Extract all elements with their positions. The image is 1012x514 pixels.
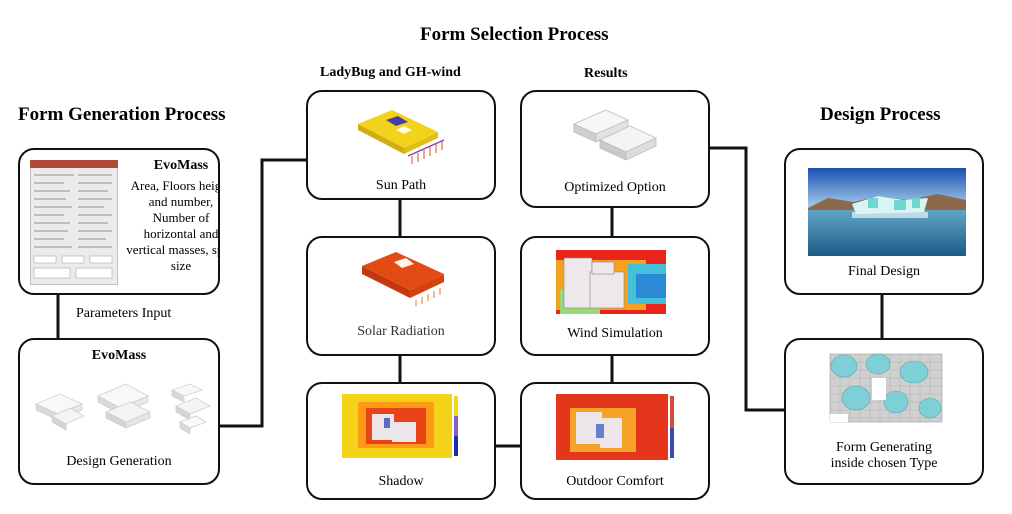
outdoor-comfort-image: [556, 394, 674, 460]
evomass-name: EvoMass: [153, 158, 209, 173]
outdoor-comfort-box: Outdoor Comfort: [520, 382, 710, 500]
design-generation-caption: Design Generation: [66, 454, 172, 469]
form-selection-title: Form Selection Process: [420, 24, 609, 45]
wind-simulation-box: Wind Simulation: [520, 236, 710, 356]
optimized-option-caption: Optimized Option: [564, 180, 666, 195]
form-generating-caption-line1: Form Generating: [835, 440, 933, 455]
sun-path-image: [358, 110, 445, 164]
ladybug-title: LadyBug and GH-wind: [320, 65, 461, 80]
connector-optimized-formgen: [708, 146, 784, 412]
solar-radiation-image: [362, 252, 444, 306]
shadow-image: [342, 394, 458, 458]
solar-radiation-caption: Solar Radiation: [357, 324, 445, 339]
optimized-form-image: [573, 109, 657, 161]
form-generating-image: [829, 353, 943, 423]
form-generating-caption-line2: inside chosen Type: [830, 456, 938, 471]
parameters-input-label: Parameters Input: [76, 306, 172, 321]
shadow-caption: Shadow: [378, 474, 424, 489]
generated-forms-image: [34, 383, 211, 435]
final-design-render: [808, 168, 966, 256]
form-generating-caption: Form Generating inside chosen Type: [786, 440, 982, 472]
evomass-parameters-box: EvoMass Area, Floors height and number, …: [18, 148, 220, 295]
evomass-parameters-text: Area, Floors height and number, Number o…: [126, 178, 219, 273]
sun-path-box: Sun Path: [306, 90, 496, 200]
design-generation-box: EvoMass Design Generation: [18, 338, 220, 485]
final-design-caption: Final Design: [848, 264, 920, 279]
solar-radiation-box: Solar Radiation: [306, 236, 496, 356]
wind-simulation-caption: Wind Simulation: [567, 326, 663, 341]
evomass-description: EvoMass Area, Floors height and number, …: [126, 158, 219, 274]
optimized-option-box: Optimized Option: [520, 90, 710, 208]
form-generation-title: Form Generation Process: [18, 104, 226, 125]
results-title: Results: [584, 66, 628, 81]
wind-simulation-image: [556, 250, 666, 314]
sun-path-caption: Sun Path: [375, 178, 427, 193]
design-generation-evomass-label: EvoMass: [91, 348, 147, 363]
final-design-box: Final Design: [784, 148, 984, 295]
shadow-box: Shadow: [306, 382, 496, 500]
design-process-title: Design Process: [820, 104, 941, 125]
connector-generation-sunpath: [220, 158, 306, 428]
outdoor-comfort-caption: Outdoor Comfort: [566, 474, 664, 489]
form-generating-box: Form Generating inside chosen Type: [784, 338, 984, 485]
evomass-panel-screenshot: [30, 160, 118, 285]
